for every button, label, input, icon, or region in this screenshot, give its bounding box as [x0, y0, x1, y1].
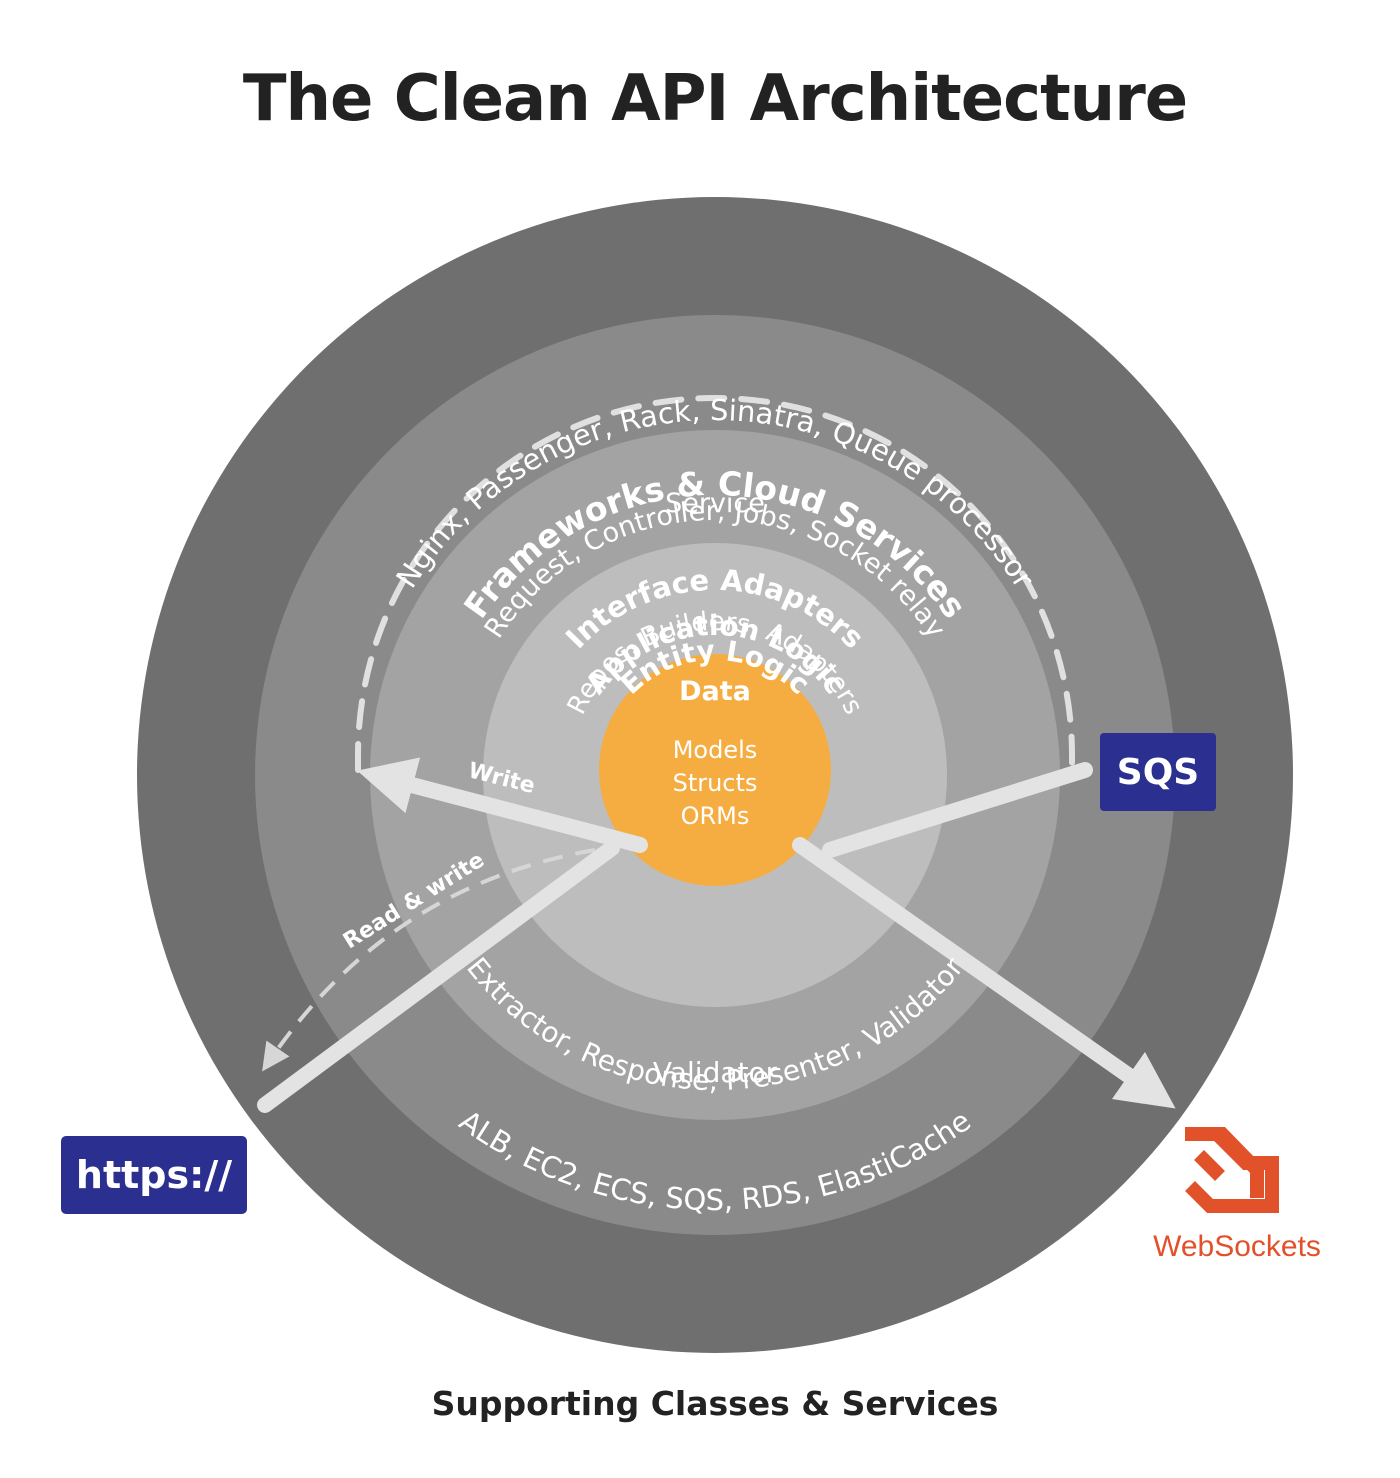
read-write-arrow [262, 848, 596, 1072]
page-title: The Clean API Architecture [242, 62, 1188, 136]
application-bottom: Validator [653, 1056, 778, 1089]
data-line-models: Models [673, 736, 758, 764]
sqs-line [822, 762, 1093, 858]
sqs-badge [1100, 733, 1216, 811]
data-title: Data [679, 676, 751, 707]
https-line [257, 840, 620, 1113]
https-label: https:// [76, 1153, 232, 1197]
websockets-arrow [792, 837, 1176, 1109]
data-line-structs: Structs [673, 769, 758, 797]
https-badge [61, 1136, 247, 1214]
websockets-label: WebSockets [1153, 1230, 1321, 1263]
application-subtitle: Service [665, 488, 765, 519]
boundary-dashed-arc [355, 395, 1075, 773]
websockets-icon [1185, 1127, 1279, 1213]
sqs-label: SQS [1117, 752, 1199, 793]
data-core [599, 654, 831, 886]
data-line-orms: ORMs [681, 802, 750, 830]
write-arrow [357, 757, 648, 853]
footer-caption: Supporting Classes & Services [431, 1384, 999, 1423]
